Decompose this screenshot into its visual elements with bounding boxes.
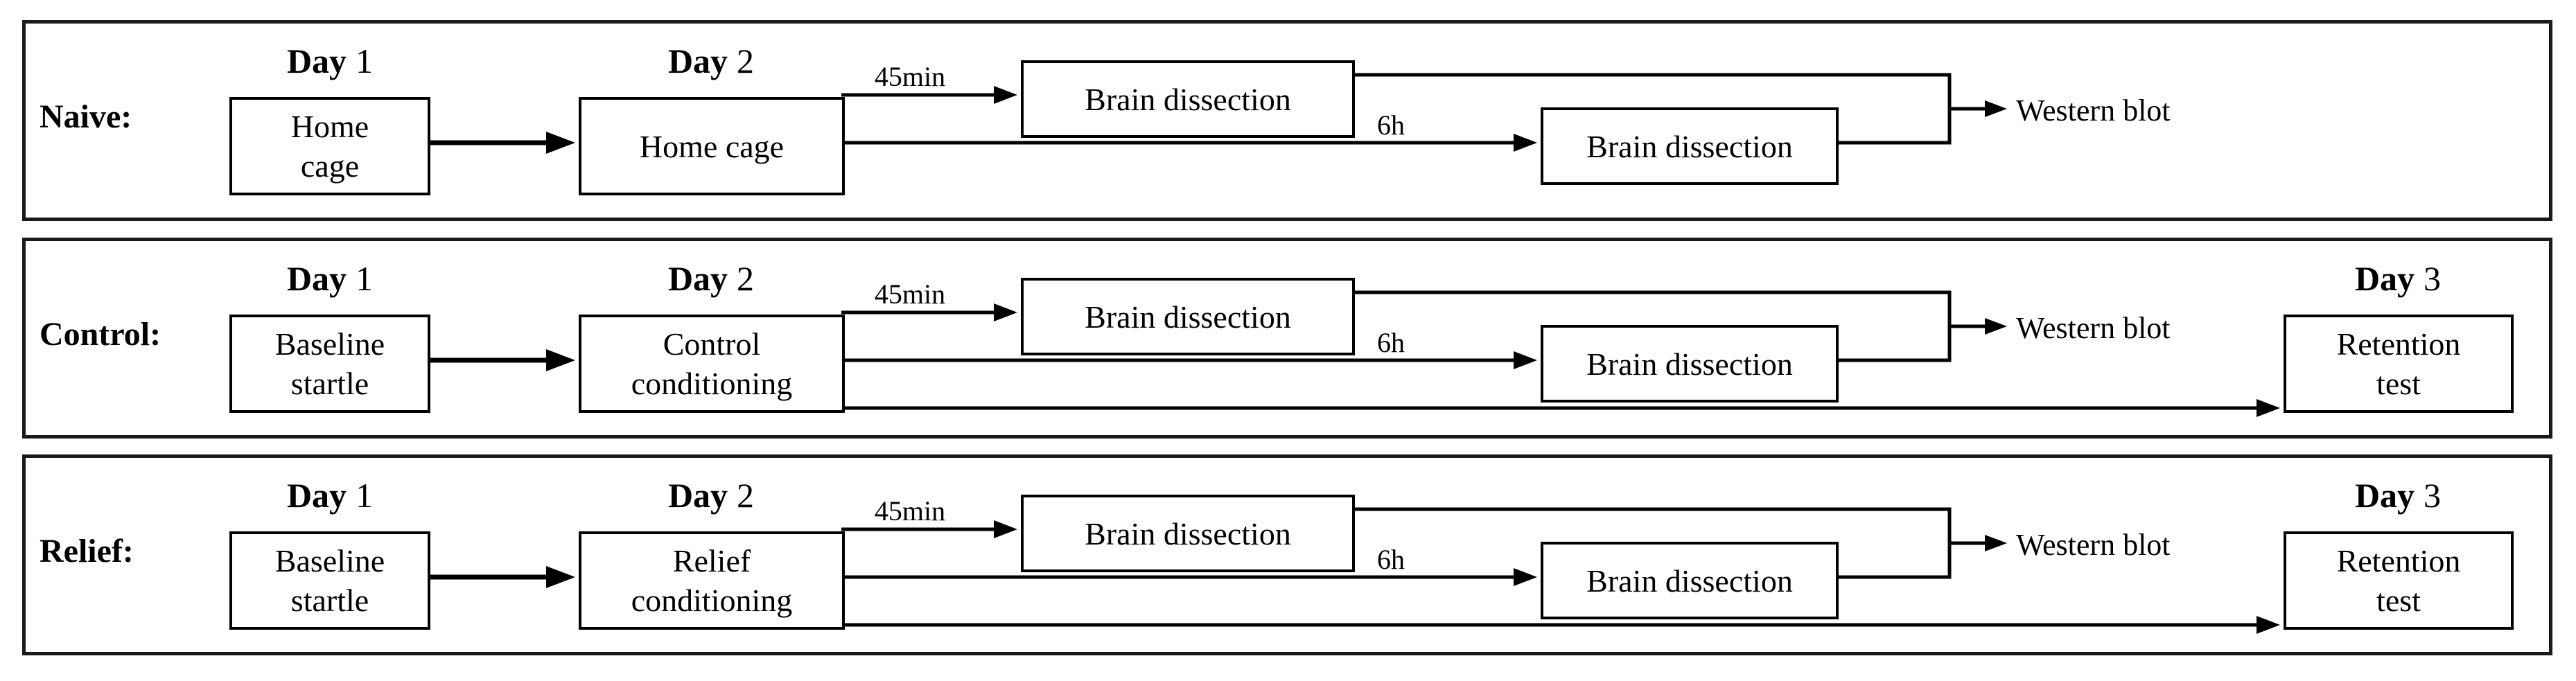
box-text-line: Brain dissection — [1085, 81, 1291, 117]
day2-box: Control conditioning — [579, 315, 845, 413]
day-number: 1 — [356, 259, 374, 298]
retention-test-box: Retention test — [2284, 531, 2514, 630]
day-word: Day — [286, 476, 347, 515]
arrowhead-45min-icon — [994, 520, 1017, 538]
arrowhead-45min-icon — [994, 303, 1017, 321]
day-word: Day — [667, 259, 728, 298]
group-label-relief: Relief: — [40, 533, 134, 569]
box-text-line: Brain dissection — [1586, 346, 1793, 382]
day-number: 1 — [356, 42, 374, 80]
connector-lines — [427, 507, 2280, 634]
label-6h: 6h — [1377, 544, 1405, 575]
day1-to-day2-arrowhead-icon — [546, 349, 575, 371]
box-text-line: Retention — [2336, 326, 2461, 362]
label-6h: 6h — [1377, 327, 1405, 358]
day-number: 3 — [2424, 259, 2442, 298]
box-text-line: conditioning — [631, 366, 793, 401]
arrowhead-western-icon — [1985, 100, 2007, 117]
group-label-control: Control: — [40, 316, 161, 353]
brain-dissection-6h-box: Brain dissection — [1541, 542, 1839, 619]
day-word: Day — [286, 259, 347, 298]
arrowhead-retention-icon — [2257, 399, 2280, 417]
label-6h: 6h — [1377, 109, 1405, 141]
day1-box: Baseline startle — [229, 531, 430, 630]
connector-lines — [427, 290, 2280, 417]
box-text-line: Home — [290, 109, 369, 144]
arrowhead-retention-icon — [2257, 616, 2280, 634]
box-text-line: test — [2376, 366, 2421, 401]
box-text-line: conditioning — [631, 583, 793, 618]
day1-box: Baseline startle — [229, 315, 430, 413]
box-text-line: Relief — [672, 543, 751, 578]
arrowhead-6h-icon — [1514, 134, 1537, 152]
western-blot-label: Western blot — [2016, 94, 2171, 127]
day1-box: Home cage — [229, 97, 430, 195]
box-text-line: Baseline — [274, 326, 385, 362]
day-word: Day — [2354, 476, 2415, 515]
box-text-line: Baseline — [274, 543, 385, 578]
brain-dissection-45min-box: Brain dissection — [1021, 60, 1355, 138]
box-text-line: test — [2376, 583, 2421, 618]
box-text-line: cage — [300, 148, 360, 184]
arrowhead-western-icon — [1985, 535, 2007, 551]
box-text-line: Control — [663, 326, 761, 362]
arrowhead-6h-icon — [1514, 568, 1537, 586]
box-text-line: startle — [290, 583, 369, 618]
arrowhead-6h-icon — [1514, 351, 1537, 369]
day-word: Day — [667, 42, 728, 80]
box-text-line: Home cage — [639, 128, 785, 164]
brain-dissection-6h-box: Brain dissection — [1541, 325, 1839, 403]
day-word: Day — [2354, 259, 2415, 298]
day-number: 2 — [737, 42, 755, 80]
box-text-line: Retention — [2336, 543, 2461, 578]
brain-dissection-45min-box: Brain dissection — [1021, 495, 1355, 572]
box-text-line: Brain dissection — [1085, 515, 1291, 551]
day-number: 3 — [2424, 476, 2442, 515]
western-blot-label: Western blot — [2016, 528, 2171, 562]
connector-lines — [427, 73, 2007, 154]
brain-dissection-6h-box: Brain dissection — [1541, 107, 1839, 185]
day-word: Day — [667, 476, 728, 515]
day1-to-day2-arrowhead-icon — [546, 566, 575, 588]
box-text-line: Brain dissection — [1586, 128, 1793, 164]
arrowhead-45min-icon — [994, 86, 1017, 104]
day1-to-day2-arrowhead-icon — [546, 132, 575, 154]
day-number: 2 — [737, 476, 755, 515]
day2-box: Relief conditioning — [579, 531, 845, 630]
brain-dissection-45min-box: Brain dissection — [1021, 278, 1355, 355]
day2-box: Home cage — [579, 97, 845, 195]
group-label-naive: Naive: — [40, 98, 132, 135]
label-45min: 45min — [874, 278, 946, 310]
western-blot-label: Western blot — [2016, 311, 2171, 345]
retention-test-box: Retention test — [2284, 315, 2514, 413]
label-45min: 45min — [874, 495, 946, 527]
day-word: Day — [286, 42, 347, 80]
box-text-line: Brain dissection — [1586, 563, 1793, 599]
label-45min: 45min — [874, 61, 946, 92]
box-text-line: Brain dissection — [1085, 299, 1291, 335]
arrowhead-western-icon — [1985, 318, 2007, 335]
box-text-line: startle — [290, 366, 369, 401]
day-number: 2 — [737, 259, 755, 298]
day-number: 1 — [356, 476, 374, 515]
